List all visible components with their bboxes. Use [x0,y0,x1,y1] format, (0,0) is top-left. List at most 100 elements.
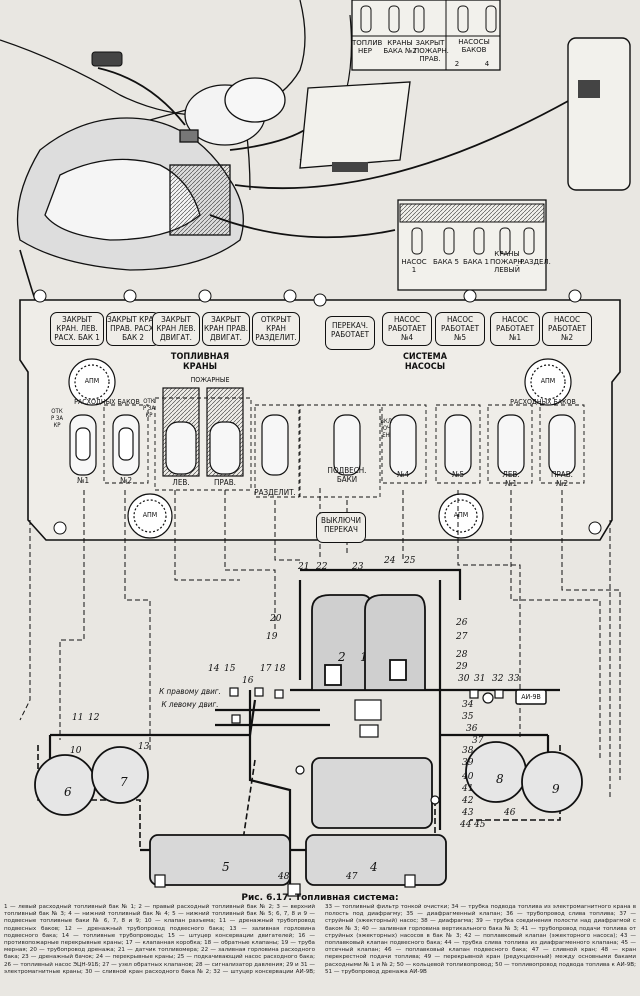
callout-44: 44 [460,820,472,830]
signal-lamp-left-tank: ЗАКРЫТ КРАН. ЛЕВ. РАСХ. БАК 1 [50,312,104,346]
signal-lamp-right-engine: ЗАКРЫТ КРАН ПРАВ. ДВИГАТ. [202,312,250,346]
apm-label-right: АПМ [540,377,556,385]
switch-label-separator: РАЗДЕЛИТ. [254,488,296,497]
apu-box [515,689,547,705]
top-panel-section-1: ТОПЛИВ НЕР [352,39,383,55]
top-switch-panel [351,0,501,71]
drop-tanks [34,741,583,816]
signal-lamp-separator: ОТКРЫТ КРАН РАЗДЕЛИТ. [252,312,300,346]
callout-10: 10 [70,746,82,756]
callout-37: 37 [472,736,484,746]
open-close-label-2: ОТКР ЗАКР [142,398,156,419]
callout-31: 31 [474,674,486,684]
callout-18: 18 [274,664,286,674]
fuel-lines [48,568,560,890]
top-panel-section-4: НАСОСЫ БАКОВ [458,38,490,54]
panel-switches [69,387,576,477]
signal-lamp-pump-2: НАСОС РАБОТАЕТ №2 [542,312,592,346]
mid-panel-label-2: БАКА 5 [432,258,460,266]
callout-48: 48 [278,872,290,882]
callout-42: 42 [462,796,474,806]
callout-13: 13 [138,742,150,752]
figure-legend: 1 — левый расходный топливный бак № 1; 2… [4,904,636,975]
callout-21: 21 [298,562,310,572]
switch-label-right-2: ПРАВ. №2 [551,470,573,488]
tank-number-2: 2 [338,650,346,664]
center-tanks [149,757,447,886]
to-right-engine-label: К правому двиг. [159,687,221,696]
apm-label-bottom-left: АПМ [142,511,158,519]
callout-27: 27 [456,632,468,642]
off-transfer-button: ВЫКЛЮЧИ ПЕРЕКАЧ [316,512,366,543]
top-panel-pump-2: 2 [454,60,460,68]
top-panel-pump-4: 4 [484,60,490,68]
callout-22: 22 [316,562,328,572]
top-panel-section-2: КРАНЫ БАКА №2 [383,39,417,55]
callout-35: 35 [462,712,474,722]
switch-label-left: ЛЕВ. [172,478,190,487]
tank-number-5: 5 [222,860,230,874]
callout-30: 30 [458,674,470,684]
callout-16: 16 [242,676,254,686]
switch-label-left-1: ЛЕВ. №1 [502,470,520,488]
callout-47: 47 [346,872,358,882]
open-close-label-1: ОТКР ЗАКР [50,408,64,429]
callout-11: 11 [72,713,84,723]
callout-46: 46 [504,808,516,818]
fuel-cranes-title: ТОПЛИВНАЯ КРАНЫ [170,352,230,372]
main-panel-outline [19,299,621,541]
signal-lamp-pump-1: НАСОС РАБОТАЕТ №1 [490,312,540,346]
callout-29: 29 [456,662,468,672]
switch-label-4: №4 [396,470,410,479]
switch-label-drop-tanks: ПОДВЕСН. БАКИ [327,466,367,484]
callout-33: 33 [508,674,520,684]
signal-lamp-pump-5: НАСОС РАБОТАЕТ №5 [435,312,485,346]
callout-17: 17 [260,664,272,674]
consumable-tanks-left-label: РАСХОДНЫХ БАКОВ [74,398,140,406]
fire-subtitle: ПОЖАРНЫЕ [190,376,230,384]
transfer-on-label: ВКЛЮЧЕН [380,418,392,439]
apm-dials [68,358,572,539]
callout-23: 23 [352,562,364,572]
switch-label-5: №5 [451,470,465,479]
callout-12: 12 [88,713,100,723]
apm-label-bottom-right: АПМ [453,511,469,519]
callout-panel-right [567,37,631,191]
callout-45: 45 [474,820,486,830]
tank-number-9: 9 [552,782,560,796]
consumable-tanks-right-label: РАСХОДНЫХ БАКОВ [510,398,576,406]
tank-number-1: 1 [360,650,368,664]
consumable-tanks [311,594,426,691]
callout-24: 24 [384,556,396,566]
callout-14: 14 [208,664,220,674]
top-panel-section-3: ЗАКРЫТ ПОЖАРН. ПРАВ. [414,39,449,63]
tank-number-6: 6 [64,785,72,799]
figure-caption: Рис. 6.17. Топливная система: [241,893,399,903]
middle-switch-panel [397,199,547,291]
callout-36: 36 [466,724,478,734]
switch-label-1: №1 [76,476,90,485]
callout-32: 32 [492,674,504,684]
callout-34: 34 [462,700,474,710]
callout-40: 40 [462,772,474,782]
system-pumps-title: СИСТЕМА НАСОСЫ [402,352,448,372]
callout-41: 41 [462,784,474,794]
callout-26: 26 [456,618,468,628]
callout-20: 20 [270,614,282,624]
panel-screws [33,289,602,535]
callout-panel-left [299,81,411,172]
apm-label-left: АПМ [84,377,100,385]
signal-lamp-transfer: ПЕРЕКАЧ. РАБОТАЕТ [325,316,375,350]
tank-number-4: 4 [370,860,378,874]
mid-panel-label-5: РАЗДЕЛ. [520,258,551,266]
callout-15: 15 [224,664,236,674]
tank-number-8: 8 [496,772,504,786]
apu-label: АИ-9В [521,693,541,701]
callout-38: 38 [462,746,474,756]
to-left-engine-label: К левому двиг. [161,700,219,709]
mid-panel-label-1: НАСОС 1 [401,258,427,274]
callout-19: 19 [266,632,278,642]
callout-39: 39 [462,758,474,768]
